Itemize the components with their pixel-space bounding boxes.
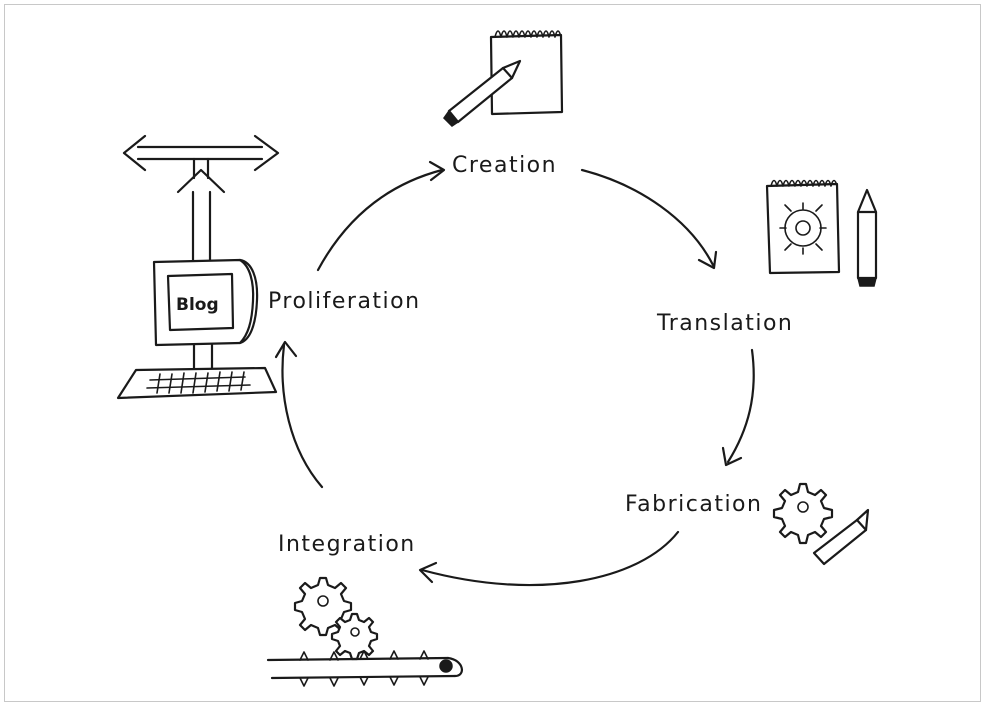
gear-icon xyxy=(330,612,379,661)
diagram-frame xyxy=(4,4,981,702)
gear-icon xyxy=(772,482,834,545)
arrow-proliferation-to-creation xyxy=(316,168,444,272)
arrow-translation-to-fabrication xyxy=(726,348,755,464)
label-creation: Creation xyxy=(452,153,557,178)
arrow-creation-to-translation xyxy=(580,168,715,267)
arrowhead-translation xyxy=(697,250,718,270)
pencil-icon xyxy=(443,59,522,127)
label-integration: Integration xyxy=(278,532,416,557)
arrowhead-proliferation xyxy=(274,340,298,359)
label-translation: Translation xyxy=(656,311,793,336)
conveyor-belt-icon xyxy=(266,650,463,687)
arrowhead-fabrication xyxy=(721,446,743,467)
pen-icon xyxy=(812,508,870,566)
sketch-notepad-icon xyxy=(765,179,841,275)
pencil-icon xyxy=(856,188,878,287)
arrowhead-integration xyxy=(418,561,438,584)
label-fabrication: Fabrication xyxy=(625,492,762,517)
up-arrow-icon xyxy=(176,157,226,264)
keyboard-icon xyxy=(116,366,278,400)
double-arrow-icon xyxy=(122,134,280,172)
label-proliferation: Proliferation xyxy=(268,289,421,314)
computer-screen-text: Blog xyxy=(176,295,219,315)
arrow-integration-to-proliferation xyxy=(281,343,324,489)
arrow-fabrication-to-integration xyxy=(420,530,680,587)
arrowhead-creation xyxy=(428,160,446,182)
computer-icon: Blog xyxy=(152,258,259,372)
cycle-arrows xyxy=(274,160,755,587)
